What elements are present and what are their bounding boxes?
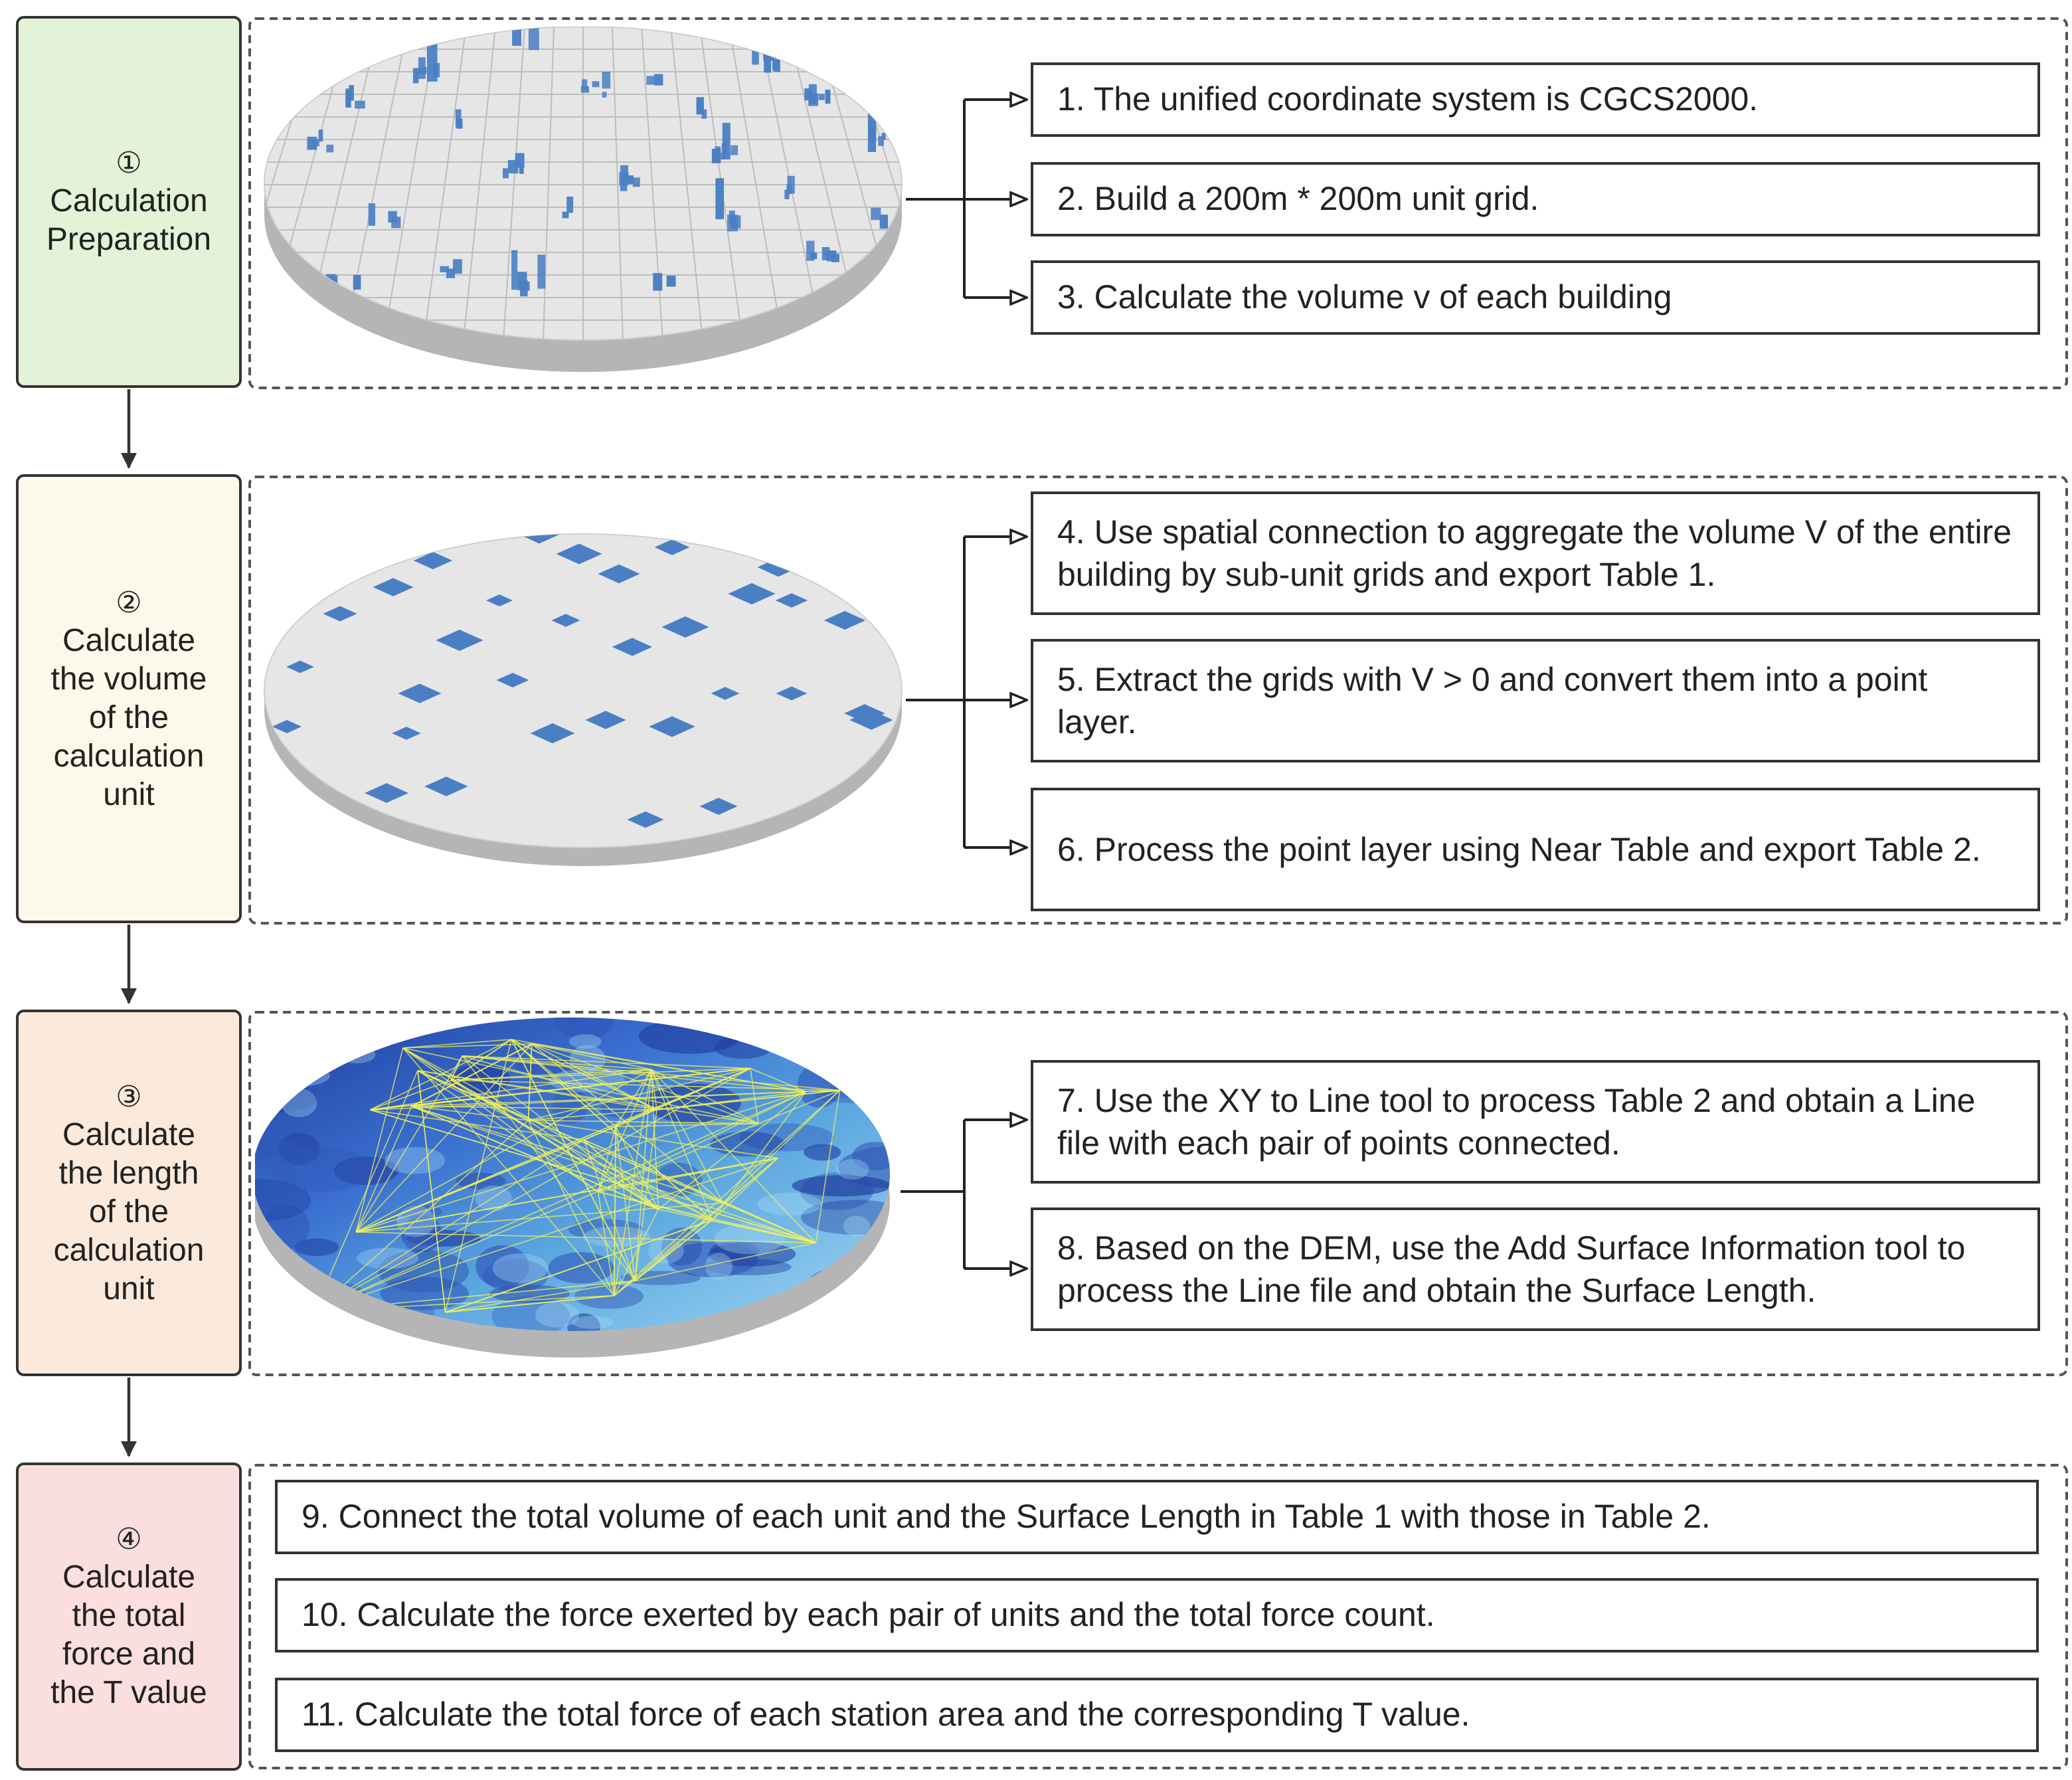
stage-3-panel [248, 1011, 2068, 1376]
step-2-text: 2. Build a 200m * 200m unit grid. [1057, 181, 1539, 218]
stage-2-number: ② [116, 585, 142, 618]
step-8-box: 8. Based on the DEM, use the Add Surface… [1031, 1207, 2040, 1331]
step-9-box: 9. Connect the total volume of each unit… [275, 1480, 2039, 1554]
stage-3-number: ③ [116, 1079, 142, 1112]
step-8-text: 8. Based on the DEM, use the Add Surface… [1057, 1229, 1966, 1309]
stage-4-box: ④ Calculate the total force and the T va… [16, 1463, 242, 1771]
stage-2-label: Calculate the volume of the calculation … [50, 622, 207, 812]
step-11-text: 11. Calculate the total force of each st… [302, 1696, 1470, 1734]
unit-grid-disc-image [264, 533, 903, 866]
step-3-text: 3. Calculate the volume v of each buildi… [1057, 279, 1672, 316]
stage-4-label: Calculate the total force and the T valu… [50, 1559, 207, 1711]
step-2-box: 2. Build a 200m * 200m unit grid. [1031, 162, 2040, 236]
stage-3-box: ③ Calculate the length of the calculatio… [16, 1010, 242, 1376]
step-1-box: 1. The unified coordinate system is CGCS… [1031, 62, 2040, 137]
step-6-box: 6. Process the point layer using Near Ta… [1031, 788, 2040, 911]
step-6-text: 6. Process the point layer using Near Ta… [1057, 831, 1981, 868]
stage-3-label: Calculate the length of the calculation … [53, 1116, 205, 1306]
step-7-text: 7. Use the XY to Line tool to process Ta… [1057, 1082, 1976, 1162]
terrain-lines-disc-image [255, 1018, 890, 1358]
step-3-box: 3. Calculate the volume v of each buildi… [1031, 260, 2040, 335]
step-4-box: 4. Use spatial connection to aggregate t… [1031, 491, 2040, 615]
building-grid-disc-image [264, 27, 903, 372]
stage-4-panel [248, 1464, 2068, 1769]
step-5-text: 5. Extract the grids with V > 0 and conv… [1057, 661, 1928, 741]
stage-1-number: ① [116, 146, 142, 179]
step-11-box: 11. Calculate the total force of each st… [275, 1678, 2039, 1752]
stage-1-label: Calculation Preparation [46, 183, 212, 258]
step-10-text: 10. Calculate the force exerted by each … [302, 1597, 1435, 1634]
step-4-text: 4. Use spatial connection to aggregate t… [1057, 513, 2012, 593]
stage-1-panel [248, 17, 2068, 389]
step-5-box: 5. Extract the grids with V > 0 and conv… [1031, 639, 2040, 762]
stage-2-panel [248, 476, 2068, 925]
stage-1-box: ① Calculation Preparation [16, 16, 242, 388]
step-10-box: 10. Calculate the force exerted by each … [275, 1578, 2039, 1652]
step-1-text: 1. The unified coordinate system is CGCS… [1057, 81, 1759, 118]
step-9-text: 9. Connect the total volume of each unit… [302, 1498, 1711, 1536]
stage-2-box: ② Calculate the volume of the calculatio… [16, 474, 242, 923]
stage-4-number: ④ [116, 1522, 142, 1556]
step-7-box: 7. Use the XY to Line tool to process Ta… [1031, 1060, 2040, 1184]
